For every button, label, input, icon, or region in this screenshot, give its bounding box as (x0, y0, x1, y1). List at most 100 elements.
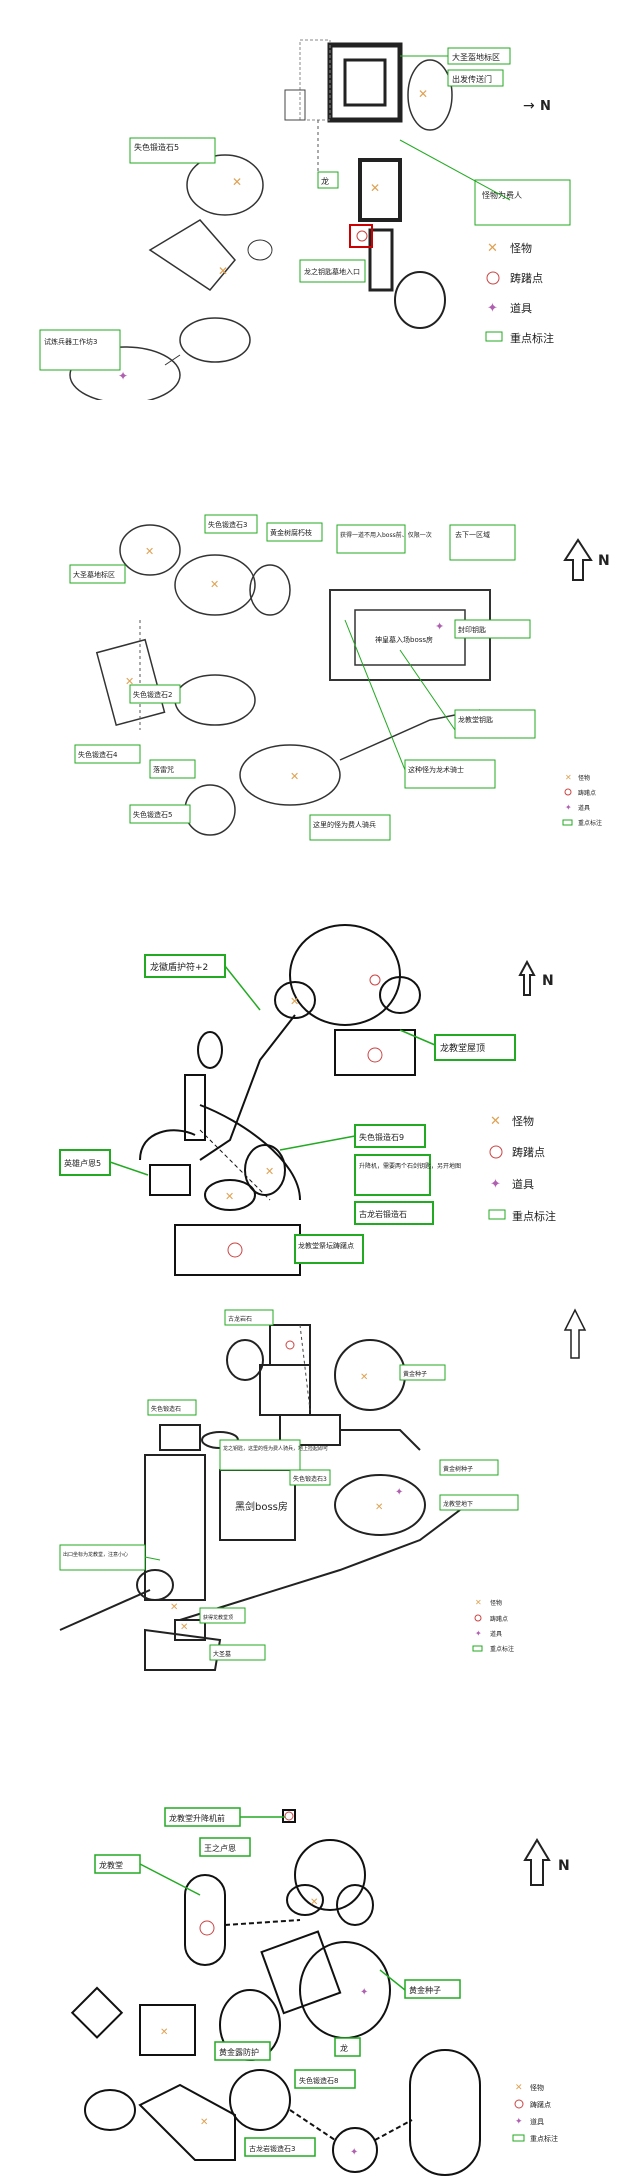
bonfire-room (349, 224, 373, 248)
map3-label: 失色锻造石9 (359, 1132, 404, 1142)
walkway (299, 39, 331, 121)
leader-line (399, 1029, 436, 1046)
tower (358, 158, 402, 222)
legend-item: 道具 (530, 2117, 544, 2126)
leader-line (379, 1969, 406, 1991)
monster-icon: ✕ (418, 87, 428, 101)
map3-label: 英雄卢恩5 (64, 1158, 101, 1168)
bonfire-icon (514, 2099, 524, 2109)
map4-label: 古龙岩石 (228, 1315, 252, 1323)
note-box (404, 759, 496, 789)
round-room (229, 2069, 291, 2131)
map-1-svg: ✕ ✕ ✕ ✕ ✦ 大圣盔地标区 出发传送门 怪物为费人 龙 失色锻造石5 龙之… (39, 39, 571, 400)
note-box (74, 744, 141, 764)
note-icon (488, 1209, 506, 1220)
map2-label: 封印钥匙 (458, 625, 486, 634)
legend-monster: 怪物 (512, 1114, 534, 1128)
room (260, 1930, 342, 2015)
small-node (247, 239, 273, 261)
note-box (309, 814, 391, 841)
note-box (129, 137, 216, 164)
map5-label: 黄金露防护 (219, 2047, 259, 2057)
small-room (274, 981, 316, 1019)
monster-icon: ✕ (475, 1598, 482, 1607)
note-box (434, 1034, 516, 1061)
bonfire-icon (564, 788, 572, 796)
item-icon: ✦ (475, 1629, 482, 1638)
tower-mid (259, 1364, 311, 1416)
bonfire-icon (285, 1340, 295, 1350)
curved-path (199, 1104, 301, 1201)
bonfire-icon (474, 1614, 482, 1622)
tower-top (269, 1324, 311, 1366)
map1-label: 大圣盔地标区 (452, 52, 500, 62)
note-box (294, 1234, 364, 1264)
bonfire-icon (356, 230, 368, 242)
monster-icon: ✕ (225, 1190, 234, 1203)
plaza (179, 317, 251, 363)
note-icon (562, 819, 573, 826)
big-room (69, 346, 181, 400)
legend-bonfire: 踌躇点 (510, 271, 543, 285)
exit-room (144, 1628, 222, 1671)
note-icon (472, 1645, 483, 1652)
north-arrow-icon (563, 1308, 587, 1359)
compass-n: N (598, 553, 610, 569)
legend-bonfire: 踌躇点 (490, 1615, 508, 1623)
legend-monster: 怪物 (490, 1599, 502, 1607)
map-2-svg: ✕ ✕ ✕ ✕ ✦ 大圣墓地标区 失色锻造石3 黄金树腐朽枝 获得一道不用入bo… (69, 514, 610, 841)
map2-label: 这种怪为龙术骑士 (408, 765, 464, 774)
church (184, 1874, 226, 1966)
note-box (454, 709, 536, 739)
bridge (199, 1014, 296, 1161)
room (184, 784, 236, 836)
room (119, 524, 181, 576)
map2-label: 大圣墓地标区 (73, 570, 115, 579)
map5-label: 王之卢恩 (204, 1843, 236, 1853)
map3-label: 升降机，需要两个石剑钥匙，另开地图 (359, 1162, 461, 1170)
map1-label: 出发传送门 (452, 74, 492, 84)
monster-icon: ✕ (265, 1165, 274, 1178)
path (340, 1429, 421, 1451)
round-room (407, 59, 453, 131)
note-box (354, 1154, 431, 1196)
map4-label: 失色锻造石 (151, 1405, 181, 1413)
note-box (224, 1309, 274, 1326)
note-box (294, 2069, 356, 2089)
monster-icon: ✕ (515, 2083, 523, 2093)
note-box (399, 1364, 446, 1381)
long-path (179, 1509, 461, 1621)
lift (282, 1809, 296, 1823)
pillar-room (197, 1031, 223, 1069)
item-icon: ✦ (395, 1487, 403, 1498)
legend-note: 重点标注 (530, 2134, 558, 2143)
note-box (59, 1544, 146, 1571)
item-icon: ✦ (515, 2117, 523, 2127)
leader-line (109, 1161, 149, 1176)
bonfire-icon (284, 1811, 294, 1821)
room (239, 744, 341, 806)
item-icon: ✦ (435, 620, 444, 633)
monster-icon: ✕ (170, 1602, 178, 1613)
item-icon: ✦ (487, 301, 498, 316)
map1-label: 龙 (321, 176, 329, 186)
map4-label: 龙教堂地下 (443, 1500, 473, 1508)
map2-label: 获得一道不用入boss前、仅限一次 (340, 531, 432, 539)
legend-item: 道具 (512, 1177, 534, 1191)
note-box (266, 522, 323, 542)
map-panel-2: ✕ ✕ ✕ ✕ ✦ 大圣墓地标区 失色锻造石3 黄金树腐朽枝 获得一道不用入bo… (0, 470, 620, 870)
note-box (129, 684, 181, 704)
monster-icon: ✕ (210, 578, 219, 591)
map5-label: 失色锻造石8 (299, 2076, 338, 2085)
leader-line (399, 139, 511, 201)
map1-label: 怪物为费人 (482, 190, 522, 200)
note-box (199, 1837, 251, 1857)
monster-icon: ✕ (145, 545, 154, 558)
map2-label: 失色锻造石2 (133, 690, 172, 699)
lower-hall (394, 271, 446, 329)
note-box (439, 1494, 519, 1511)
path-1 (164, 354, 181, 366)
room (204, 1179, 256, 1211)
leader-line (224, 965, 261, 1011)
monster-icon: ✕ (370, 181, 380, 195)
